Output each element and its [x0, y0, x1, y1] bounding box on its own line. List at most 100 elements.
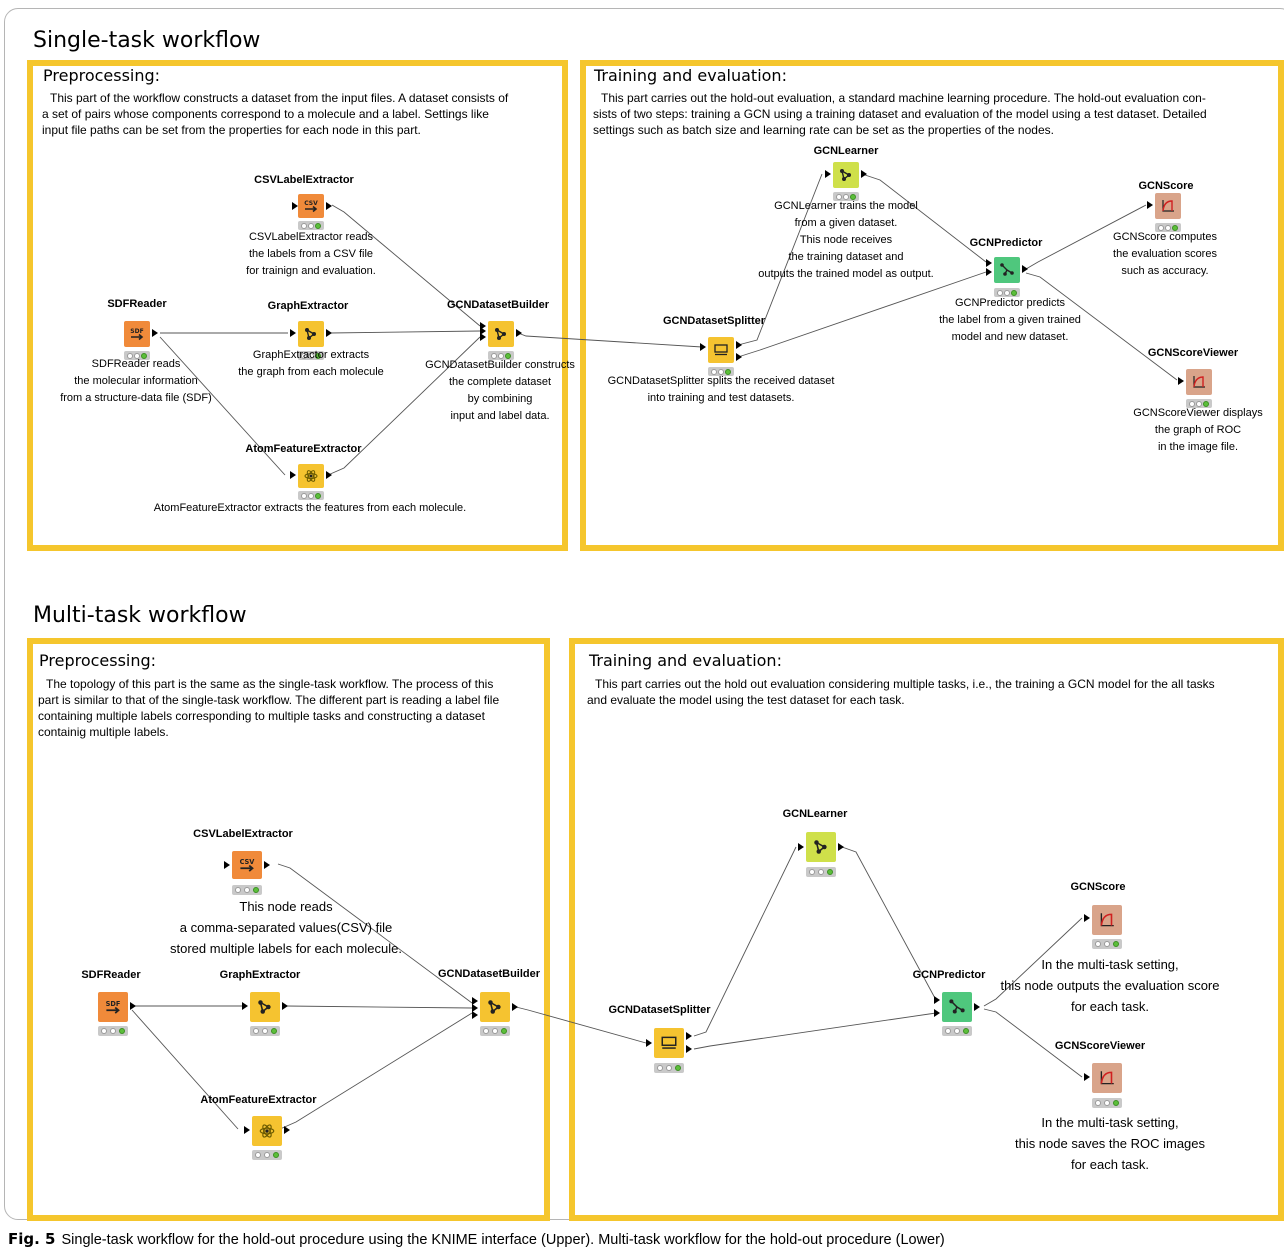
predictor-icon[interactable] [994, 257, 1020, 283]
graph-icon[interactable] [480, 992, 510, 1022]
sdf-icon[interactable]: SDF [124, 321, 150, 347]
splitter-icon[interactable] [654, 1028, 684, 1058]
desc-line: containig multiple labels. [38, 725, 169, 739]
text-line: In the multi-task setting, [1041, 957, 1179, 972]
node-text-score: In the multi-task setting, this node out… [1000, 954, 1220, 1017]
node-text-viewer: GCNScoreViewer displays the graph of ROC… [1118, 405, 1278, 456]
node-text-score: GCNScore computes the evaluation scores … [1090, 229, 1240, 280]
input-port [242, 1002, 248, 1010]
status-lights [488, 351, 514, 360]
status-lights [480, 1026, 510, 1036]
output-port [326, 329, 332, 337]
input-port [700, 343, 706, 351]
node-text-splitter: GCNDatasetSplitter splits the received d… [596, 373, 846, 407]
input-port [290, 471, 296, 479]
text-line: for each task. [1070, 1157, 1150, 1172]
input-port [1178, 377, 1184, 385]
graph-icon[interactable] [488, 321, 514, 347]
output-port [512, 1003, 518, 1011]
status-lights [942, 1026, 972, 1036]
output-port [130, 1002, 136, 1010]
output-port [736, 353, 742, 361]
output-port [284, 1126, 290, 1134]
status-lights [298, 221, 324, 230]
input-port [1147, 201, 1153, 209]
predictor-icon[interactable] [942, 992, 972, 1022]
lower-preprocessing-title: Preprocessing: [39, 651, 157, 670]
text-line: In the multi-task setting, [1041, 1115, 1179, 1130]
csv-icon[interactable]: CSV [298, 194, 324, 218]
desc-line: input file paths can be set from the pro… [42, 123, 421, 137]
svg-text:CSV: CSV [240, 858, 256, 866]
desc-line: This part carries out the hold out evalu… [595, 677, 1215, 691]
atom-icon[interactable] [252, 1116, 282, 1146]
node-label-csv: CSVLabelExtractor [254, 174, 354, 186]
score-icon[interactable] [1092, 1063, 1122, 1093]
text-line: CSVLabelExtractor reads [248, 231, 374, 243]
upper-preprocessing-panel [27, 60, 568, 551]
upper-training-desc: This part carries out the hold-out evalu… [593, 90, 1283, 138]
graph-icon[interactable] [298, 321, 324, 347]
output-port [974, 1003, 980, 1011]
output-port [1022, 265, 1028, 273]
output-port [838, 843, 844, 851]
text-line: input and label data. [450, 410, 550, 422]
score-icon[interactable] [1092, 905, 1122, 935]
sdf-icon[interactable]: SDF [98, 992, 128, 1022]
desc-line: This part of the workflow constructs a d… [50, 91, 509, 105]
text-line: such as accuracy. [1121, 265, 1209, 277]
status-lights [250, 1026, 280, 1036]
svg-text:SDF: SDF [106, 1000, 121, 1008]
text-line: the labels from a CSV file [248, 248, 374, 260]
status-lights [1186, 399, 1212, 408]
desc-line: sists of two steps: training a GCN using… [593, 107, 1207, 121]
node-label-builder: GCNDatasetBuilder [437, 968, 541, 980]
status-lights [806, 867, 836, 877]
text-line: GCNDatasetBuilder constructs [425, 359, 575, 371]
splitter-icon[interactable] [708, 337, 734, 363]
status-lights [98, 1026, 128, 1036]
input-port [480, 322, 486, 330]
lower-training-title: Training and evaluation: [589, 651, 782, 670]
text-line: the training dataset and [788, 251, 904, 263]
text-line: SDFReader reads [91, 358, 181, 370]
input-port [934, 996, 940, 1004]
node-label-predictor: GCNPredictor [912, 969, 986, 981]
lower-training-panel [569, 638, 1284, 1221]
graph-icon[interactable] [250, 992, 280, 1022]
desc-line: containing multiple labels corresponding… [38, 709, 485, 723]
atom-icon[interactable] [298, 464, 324, 488]
text-line: the evaluation scores [1113, 248, 1217, 260]
learner-icon[interactable] [833, 162, 859, 188]
text-line: the complete dataset [448, 376, 552, 388]
input-port [224, 861, 230, 869]
text-line: GraphExtractor extracts [252, 349, 370, 361]
text-line: GCNScoreViewer displays [1133, 407, 1263, 419]
node-label-viewer: GCNScoreViewer [1147, 347, 1239, 359]
input-port [646, 1039, 652, 1047]
text-line: this node outputs the evaluation score [1000, 978, 1220, 993]
score-icon[interactable] [1186, 369, 1212, 395]
input-port [292, 202, 298, 210]
text-line: this node saves the ROC images [1014, 1136, 1206, 1151]
node-label-builder: GCNDatasetBuilder [446, 299, 550, 311]
text-line: stored multiple labels for each molecule… [170, 941, 402, 956]
csv-icon[interactable]: CSV [232, 851, 262, 879]
node-label-atom: AtomFeatureExtractor [245, 443, 362, 455]
lower-preprocessing-desc: The topology of this part is the same as… [38, 676, 546, 740]
learner-icon[interactable] [806, 832, 836, 862]
score-icon[interactable] [1155, 193, 1181, 219]
node-label-viewer: GCNScoreViewer [1054, 1040, 1146, 1052]
output-port [736, 341, 742, 349]
lower-training-desc: This part carries out the hold out evalu… [587, 676, 1277, 708]
node-label-splitter: GCNDatasetSplitter [608, 1004, 711, 1016]
input-port [290, 329, 296, 337]
text-line: model and new dataset. [951, 331, 1069, 343]
text-line: the label from a given trained [939, 314, 1081, 326]
status-lights [232, 885, 262, 895]
node-text-csv: This node reads a comma-separated values… [156, 896, 416, 959]
input-port [1084, 914, 1090, 922]
text-line: by combining [467, 393, 533, 405]
node-label-graph: GraphExtractor [267, 300, 349, 312]
upper-training-panel [580, 60, 1284, 551]
